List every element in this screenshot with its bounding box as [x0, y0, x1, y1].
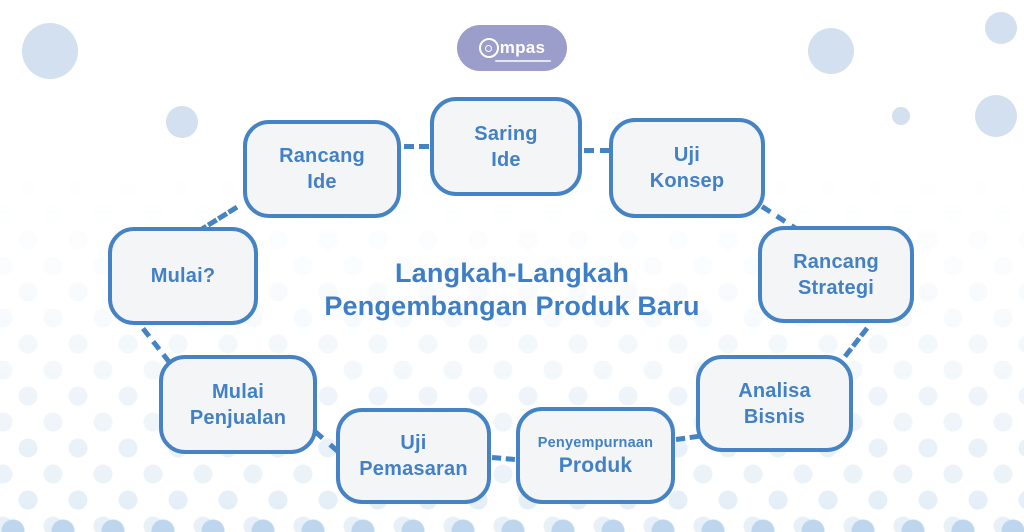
step-box-penyempurnaan-produk: Penyempurnaan Produk: [516, 407, 675, 504]
step-label-line: Ide: [307, 171, 337, 193]
step-label-line: Uji: [400, 432, 427, 454]
step-label-line: Produk: [558, 453, 633, 477]
decor-circle: [166, 106, 198, 138]
step-label-line: Rancang: [279, 145, 365, 167]
compas-logo: mpas: [457, 25, 567, 71]
step-box-saring-ide: Saring Ide: [430, 97, 582, 196]
compass-rings-icon: [478, 38, 499, 58]
step-label-line: Konsep: [649, 170, 725, 192]
step-label-line: Bisnis: [743, 405, 806, 428]
step-box-rancang-strategi: Rancang Strategi: [758, 226, 914, 323]
logo-tagline: [495, 60, 551, 62]
logo-text: mpas: [499, 38, 546, 57]
step-label-line: Penyempurnaan: [537, 434, 654, 451]
step-box-uji-pemasaran: Uji Pemasaran: [336, 408, 491, 504]
step-label-line: Rancang: [793, 250, 879, 273]
dashed-connector: [675, 433, 700, 442]
step-label-line: Strategi: [797, 276, 875, 299]
bottom-dot-row: [0, 514, 1024, 532]
step-box-analisa-bisnis: Analisa Bisnis: [696, 355, 853, 452]
decor-circle: [808, 28, 854, 74]
step-label-line: Ide: [491, 148, 521, 171]
step-box-uji-konsep: Uji Konsep: [609, 118, 765, 218]
diagram-title-line2: Pengembangan Produk Baru: [324, 291, 700, 321]
step-label-line: Penjualan: [189, 406, 287, 429]
step-label-line: Analisa: [738, 379, 811, 402]
dashed-connector: [404, 144, 429, 149]
step-label-line: Mulai: [211, 380, 265, 403]
step-label-line: Mulai?: [150, 265, 216, 287]
step-label-line: Saring: [474, 122, 538, 145]
step-label-line: Uji: [673, 144, 701, 166]
step-label-line: Pemasaran: [359, 458, 468, 480]
diagram-title: Langkah-Langkah Pengembangan Produk Baru: [0, 257, 1024, 323]
decor-circle: [892, 107, 910, 125]
step-box-mulai: Mulai?: [108, 227, 258, 325]
dashed-connector: [843, 326, 870, 359]
dashed-connector: [141, 326, 172, 364]
diagram-title-line1: Langkah-Langkah: [394, 258, 630, 288]
step-box-rancang-ide: Rancang Ide: [243, 120, 401, 218]
dashed-connector: [491, 455, 516, 462]
step-box-mulai-penjualan: Mulai Penjualan: [159, 355, 317, 454]
decor-circle: [975, 95, 1017, 137]
dashed-connector: [584, 148, 610, 153]
decor-circle: [985, 12, 1017, 44]
decor-circle: [22, 23, 78, 79]
